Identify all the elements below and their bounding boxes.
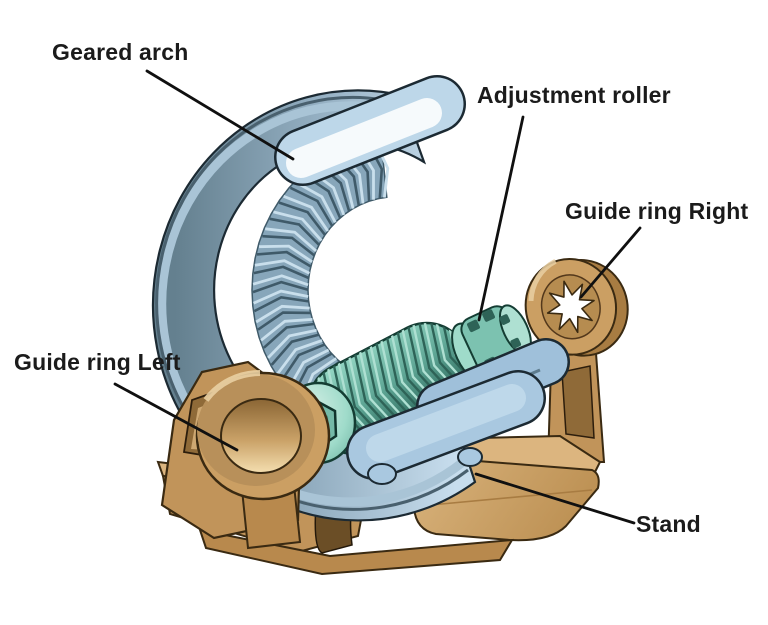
label-geared-arch: Geared arch xyxy=(52,39,189,65)
gear-tooth-shadow xyxy=(289,186,334,227)
gear-tooth-shadow xyxy=(256,250,312,268)
gear-tooth-highlight xyxy=(294,180,337,224)
leader-stand xyxy=(474,472,636,525)
gear-tooth-highlight xyxy=(254,259,311,275)
leader-guide-ring-left xyxy=(113,382,239,452)
gear-tooth-shadow xyxy=(262,322,315,349)
label-guide-ring-right: Guide ring Right xyxy=(565,198,749,224)
gear-tooth-highlight xyxy=(273,210,323,242)
gear-tooth-highlight xyxy=(252,289,309,305)
arch-handle xyxy=(274,75,466,186)
leader-guide-ring-right xyxy=(579,226,642,299)
gear-tooth-highlight xyxy=(265,227,318,252)
gear-tooth-highlight xyxy=(276,339,323,376)
gear-tooth-highlight xyxy=(267,328,317,359)
gear-tooth-shadow xyxy=(262,234,316,257)
gear-tooth-highlight xyxy=(283,194,329,232)
gear-tooth-shadow xyxy=(253,296,309,313)
label-adjustment-roller: Adjustment roller xyxy=(477,82,671,108)
cradle xyxy=(346,338,570,485)
leader-geared-arch xyxy=(145,69,295,161)
gear-tooth-shadow xyxy=(253,265,310,280)
leader-lines xyxy=(113,69,642,525)
gear-tooth-shadow xyxy=(280,343,326,382)
spline-hole-shape xyxy=(546,280,595,334)
gear-tooth-highlight xyxy=(260,318,313,342)
gear-tooth-shadow xyxy=(252,280,309,294)
label-guide-ring-left: Guide ring Left xyxy=(14,349,181,375)
guide-ring-left-part xyxy=(195,370,331,501)
gear-tooth-highlight xyxy=(252,274,309,287)
leader-adjustment-roller xyxy=(477,115,525,322)
gear-tooth-highlight xyxy=(258,244,313,263)
label-stand: Stand xyxy=(636,511,701,537)
gear-tooth-shadow xyxy=(278,201,327,236)
spline-hole xyxy=(546,280,595,334)
gear-tooth-highlight xyxy=(255,304,310,324)
gear-tooth-shadow xyxy=(270,333,320,366)
gear-tooth-shadow xyxy=(257,311,311,331)
gear-tooth-shadow xyxy=(269,217,320,246)
